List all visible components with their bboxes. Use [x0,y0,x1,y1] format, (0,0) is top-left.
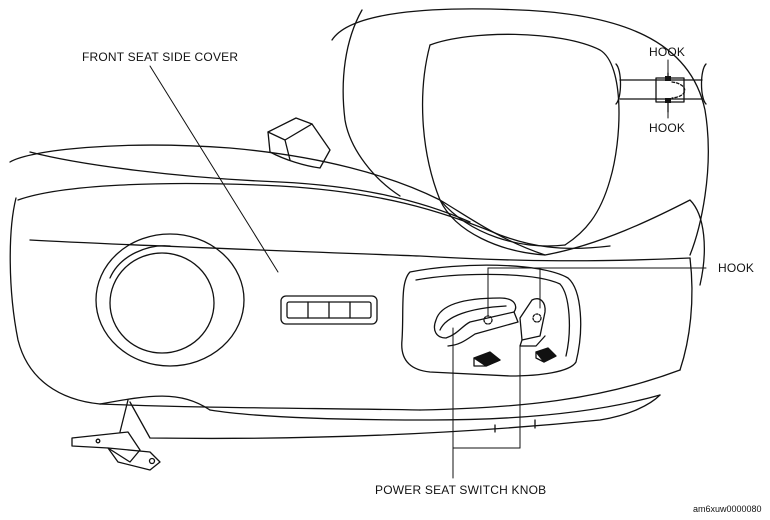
leader-lines [149,59,707,479]
seat-rail [71,399,161,471]
seat-cushion [9,144,705,440]
label-hook: HOOK [718,261,755,275]
lumbar-switch-slots [280,295,378,325]
recliner-knob [95,233,245,367]
label-hook-top: HOOK [649,45,686,59]
label-hook-bottom: HOOK [649,121,686,135]
hook-detail-inset [615,63,707,113]
label-power-seat-switch-knob: POWER SEAT SWITCH KNOB [375,483,547,497]
power-seat-switch-panel [401,264,582,377]
seat-belt-buckle [267,117,331,169]
seat-back [331,8,709,256]
label-front-seat-side-cover: FRONT SEAT SIDE COVER [82,50,239,64]
figure-code: am6xuw0000080 [693,504,762,514]
